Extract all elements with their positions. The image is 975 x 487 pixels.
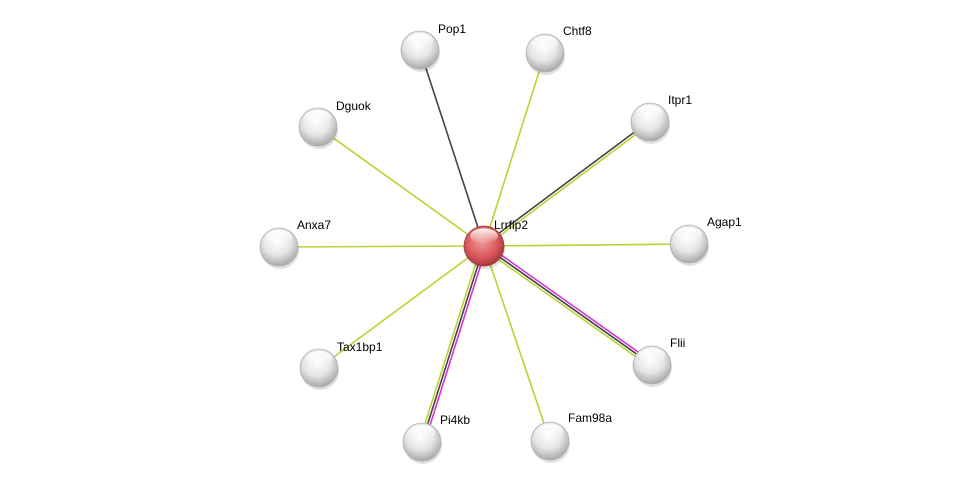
node-highlight (638, 348, 666, 363)
node-highlight (636, 105, 664, 120)
edge-textmining-line (483, 245, 551, 442)
edge-lrrfip2-chtf8[interactable] (483, 52, 546, 247)
node-highlight (531, 36, 559, 51)
node-label: Chtf8 (563, 24, 592, 38)
edge-coexpression-line (482, 120, 650, 246)
node-label: Anxa7 (297, 218, 331, 232)
node-flii[interactable]: Flii (632, 336, 685, 387)
node-label: Fam98a (568, 411, 612, 425)
edge-lrrfip2-agap1[interactable] (483, 243, 690, 247)
node-chtf8[interactable]: Chtf8 (525, 24, 592, 75)
edge-textmining-line (318, 245, 485, 369)
node-pi4kb[interactable]: Pi4kb (402, 413, 470, 464)
node-highlight (406, 33, 434, 48)
edge-lrrfip2-pi4kb[interactable] (418, 244, 488, 444)
node-label: Agap1 (707, 215, 742, 229)
edge-textmining-line (278, 245, 485, 248)
edge-textmining-line (418, 244, 483, 442)
node-fam98a[interactable]: Fam98a (530, 411, 612, 463)
node-label: Pop1 (438, 22, 466, 36)
edge-experiments-line (423, 246, 488, 444)
node-highlight (304, 110, 332, 125)
edge-lrrfip2-itpr1[interactable] (482, 120, 652, 248)
edge-experiments-line (485, 243, 654, 364)
edge-lrrfip2-dguok[interactable] (317, 126, 485, 247)
node-label: Itpr1 (668, 93, 692, 107)
node-label: Dguok (336, 99, 372, 113)
node-label: Tax1bp1 (337, 340, 383, 354)
edge-lrrfip2-pop1[interactable] (419, 49, 485, 247)
node-highlight (265, 230, 293, 245)
node-anxa7[interactable]: Anxa7 (259, 218, 331, 269)
node-tax1bp1[interactable]: Tax1bp1 (299, 340, 383, 390)
node-highlight (305, 351, 333, 366)
node-highlight (408, 425, 436, 440)
edge-textmining-line (317, 126, 485, 247)
edge-textmining-line (482, 247, 651, 368)
edge-coexpression-line (421, 245, 485, 443)
node-label: Pi4kb (440, 413, 470, 427)
edge-lrrfip2-flii[interactable] (482, 243, 654, 368)
node-highlight (470, 228, 498, 244)
edge-coexpression-line (419, 49, 485, 247)
edge-coexpression-line (483, 245, 653, 366)
node-agap1[interactable]: Agap1 (669, 215, 742, 266)
edge-lrrfip2-anxa7[interactable] (278, 245, 485, 248)
node-pop1[interactable]: Pop1 (400, 22, 466, 72)
node-lrrfip2[interactable]: Lrrfip2 (463, 218, 528, 269)
edge-textmining-line (483, 52, 546, 247)
node-label: Flii (670, 336, 685, 350)
edge-textmining-line (483, 243, 690, 247)
node-label: Lrrfip2 (494, 218, 528, 232)
edge-textmining-line (484, 122, 652, 248)
node-highlight (675, 227, 703, 242)
node-dguok[interactable]: Dguok (298, 99, 372, 149)
edge-lrrfip2-fam98a[interactable] (483, 245, 551, 442)
node-highlight (536, 424, 564, 439)
edge-lrrfip2-tax1bp1[interactable] (318, 245, 485, 369)
node-itpr1[interactable]: Itpr1 (630, 93, 692, 144)
